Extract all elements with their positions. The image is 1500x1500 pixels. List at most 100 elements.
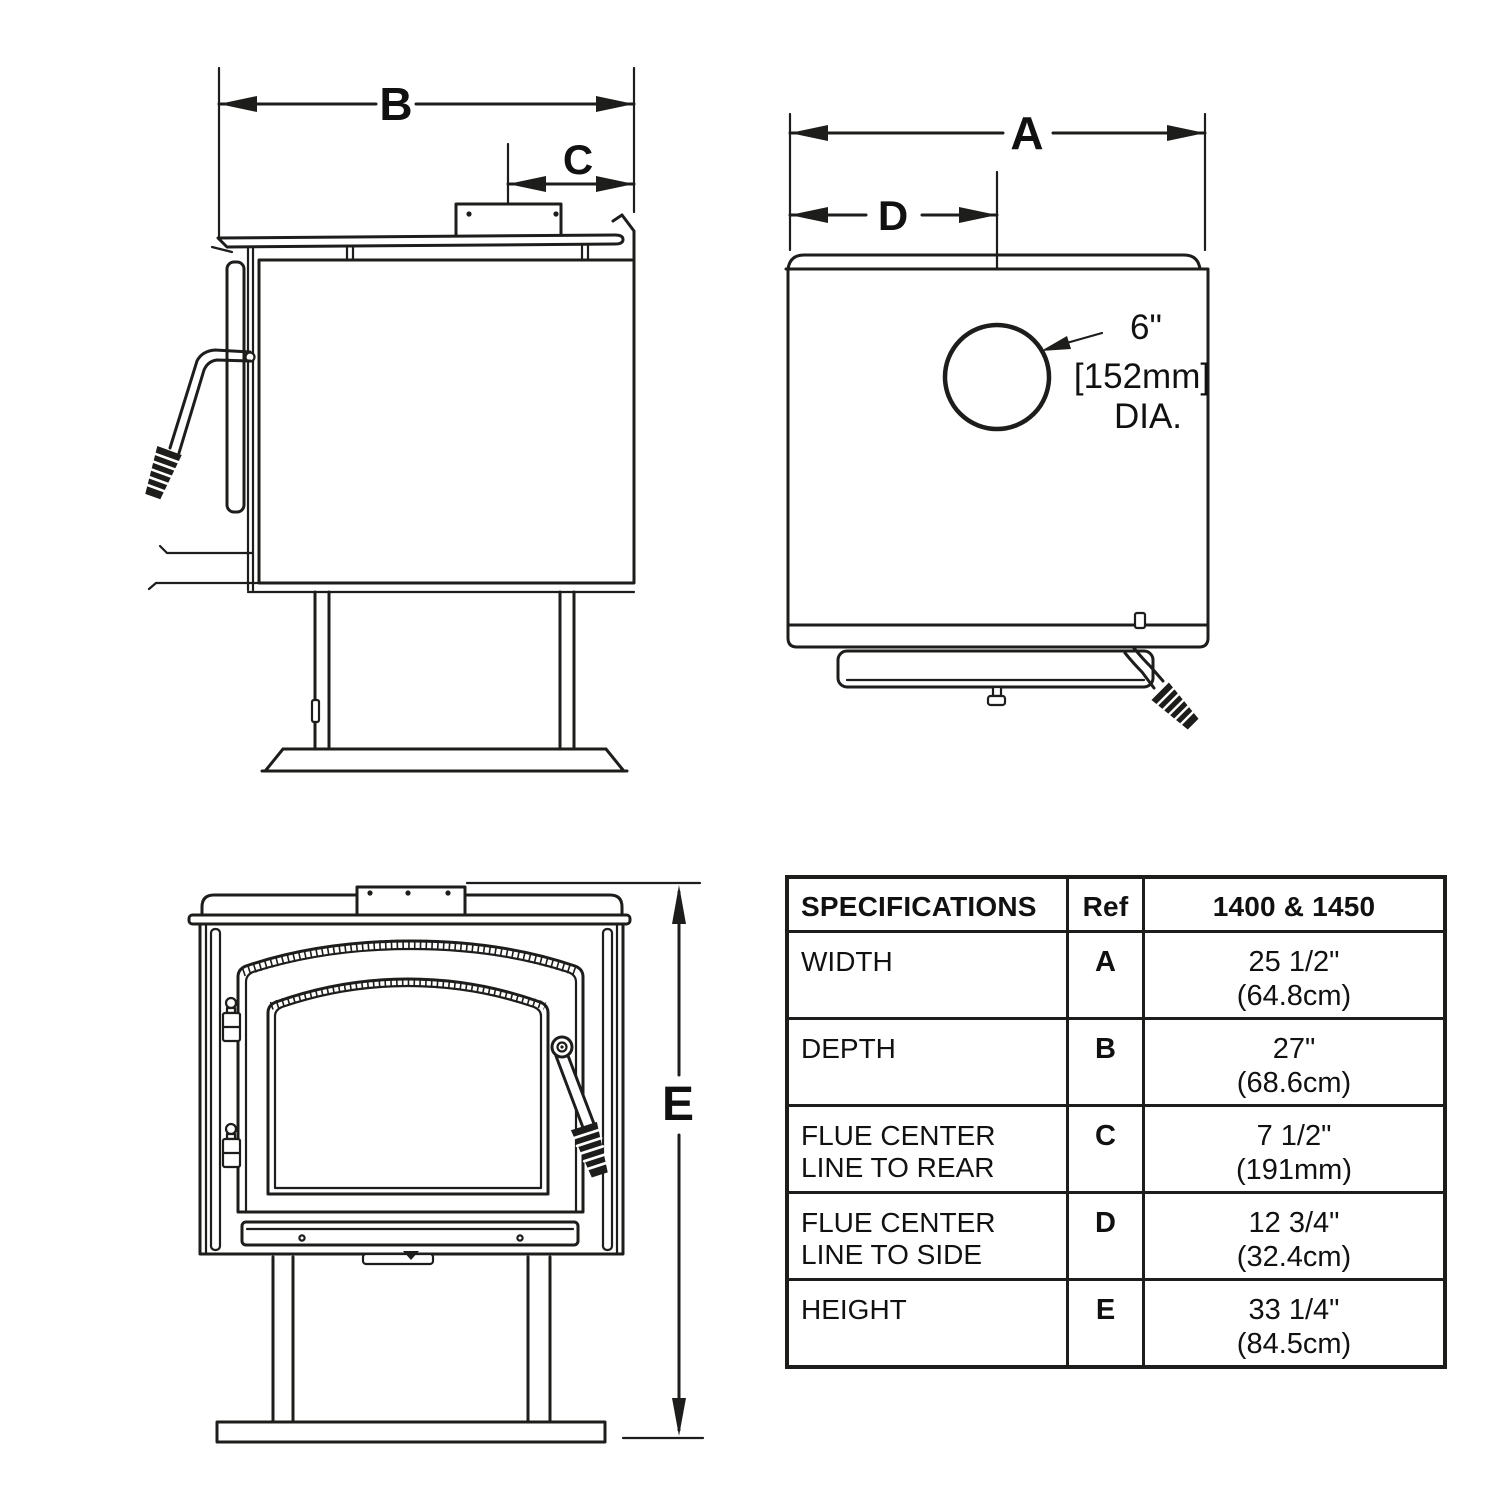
- glass-outer-frame: [266, 977, 550, 1196]
- spec-ref: E: [1069, 1281, 1145, 1365]
- door-outer-frame: [236, 939, 585, 1214]
- arrowhead-left-icon: [790, 207, 828, 223]
- spec-value: 25 1/2" (64.8cm): [1236, 946, 1352, 1012]
- specifications-table: SPECIFICATIONS Ref 1400 & 1450 WIDTH A 2…: [785, 875, 1447, 1369]
- arrowhead-left-icon: [219, 96, 257, 112]
- ash-strip: [240, 1220, 580, 1247]
- base-plate: [260, 747, 629, 773]
- table-row-flue-rear: FLUE CENTER LINE TO REAR C 7 1/2" (191mm…: [789, 1104, 1443, 1191]
- top-surface: [786, 267, 1210, 627]
- handle-coil-grip: [1151, 682, 1199, 730]
- hinge-bottom: [221, 1122, 242, 1169]
- handle-pivot-inner: [556, 1041, 568, 1053]
- dim-label-b: B: [379, 78, 412, 130]
- front-view-diagram: E: [187, 881, 705, 1444]
- spec-label: FLUE CENTER LINE TO SIDE: [789, 1194, 1069, 1278]
- stove-side-outline: [145, 202, 636, 773]
- screw-dot: [367, 890, 373, 896]
- stove-body: [198, 922, 625, 1256]
- handle-coil-grip: [145, 446, 182, 500]
- front-band: [786, 623, 1210, 649]
- dim-label-e: E: [662, 1078, 694, 1131]
- door-edge: [225, 260, 246, 514]
- spec-label: DEPTH: [789, 1020, 1069, 1104]
- base-plate: [215, 1420, 607, 1444]
- body-inner-edges: [204, 922, 619, 1256]
- table-header-row: SPECIFICATIONS Ref 1400 & 1450: [789, 879, 1443, 930]
- arrowhead-right-icon: [596, 96, 634, 112]
- stove-front-outline: [187, 885, 632, 1444]
- bottom-shield: [147, 581, 342, 591]
- flue-collar: [454, 202, 563, 240]
- header-model: 1400 & 1450: [1212, 891, 1376, 922]
- dimension-depth-b: B: [217, 66, 636, 240]
- table-row-depth: DEPTH B 27" (68.6cm): [789, 1017, 1443, 1104]
- dimension-width-a: A: [788, 107, 1207, 252]
- arrowhead-right-icon: [596, 176, 634, 192]
- ash-lip: [158, 544, 254, 555]
- pedestal-column: [313, 590, 576, 751]
- arrowhead-right-icon: [959, 207, 997, 223]
- screw-dot: [405, 890, 411, 896]
- spec-ref: B: [1069, 1020, 1145, 1104]
- top-plate-rear-edge: [784, 253, 1204, 271]
- door-arch-hatching: [241, 939, 580, 977]
- top-plate-lip: [210, 245, 234, 254]
- callout-arrowhead-icon: [1041, 336, 1071, 351]
- spec-label: WIDTH: [789, 933, 1069, 1017]
- hinge-top: [221, 996, 242, 1043]
- pedestal-latch: [310, 698, 321, 724]
- spec-ref: A: [1069, 933, 1145, 1017]
- side-view-diagram: B C: [145, 66, 636, 773]
- spec-ref: D: [1069, 1194, 1145, 1278]
- dimension-flue-rear-c: C: [506, 136, 636, 212]
- callout-line-1: 6": [1130, 308, 1162, 347]
- dimension-height-e: E: [465, 881, 705, 1440]
- arrowhead-down-icon: [672, 1398, 686, 1436]
- glass-arch-hatching: [269, 978, 547, 1010]
- screw-dot: [516, 1234, 524, 1242]
- knob-stem: [991, 685, 1003, 698]
- screw-dot: [553, 211, 559, 217]
- dimension-flue-side-d: D: [788, 170, 999, 302]
- flue-callout: 6" [152mm] DIA.: [1041, 308, 1210, 436]
- top-view-diagram: A D 6" [152mm] DIA.: [784, 107, 1210, 730]
- header-ref: Ref: [1069, 879, 1145, 930]
- spec-label: HEIGHT: [789, 1281, 1069, 1365]
- header-specifications: SPECIFICATIONS: [789, 879, 1069, 930]
- arrowhead-up-icon: [672, 885, 686, 924]
- door-latch: [1133, 611, 1147, 630]
- side-trim-left: [209, 927, 222, 1252]
- spec-label: FLUE CENTER LINE TO REAR: [789, 1107, 1069, 1191]
- screw-dot: [466, 211, 472, 217]
- top-plate: [216, 233, 625, 249]
- callout-leader-line: [1061, 331, 1104, 346]
- arrowhead-right-icon: [1167, 125, 1205, 141]
- plate-brackets: [345, 242, 590, 262]
- table-row-height: HEIGHT E 33 1/4" (84.5cm): [789, 1278, 1443, 1365]
- spec-value: 33 1/4" (84.5cm): [1236, 1294, 1352, 1360]
- table-row-flue-side: FLUE CENTER LINE TO SIDE D 12 3/4" (32.4…: [789, 1191, 1443, 1278]
- screw-dot: [445, 890, 451, 896]
- side-trim-right: [601, 927, 614, 1252]
- arrowhead-left-icon: [790, 125, 828, 141]
- callout-line-2: [152mm]: [1074, 357, 1210, 396]
- door-front-strip: [836, 649, 1155, 689]
- dim-label-c: C: [563, 136, 593, 183]
- knob-cap: [986, 694, 1007, 707]
- callout-line-3: DIA.: [1114, 397, 1182, 436]
- handle-arm: [1123, 651, 1156, 690]
- spec-ref: C: [1069, 1107, 1145, 1191]
- pedestal-column: [271, 1255, 552, 1423]
- handle-arm: [177, 358, 252, 455]
- screw-dot: [298, 1234, 306, 1242]
- front-panel-edge: [246, 245, 255, 592]
- air-control-tab: [361, 1252, 435, 1266]
- spec-value: 27" (68.6cm): [1236, 1033, 1352, 1099]
- handle-coil-grip: [570, 1121, 608, 1178]
- arrowhead-left-icon: [508, 176, 546, 192]
- spec-value: 7 1/2" (191mm): [1235, 1120, 1352, 1186]
- dim-label-a: A: [1010, 107, 1043, 159]
